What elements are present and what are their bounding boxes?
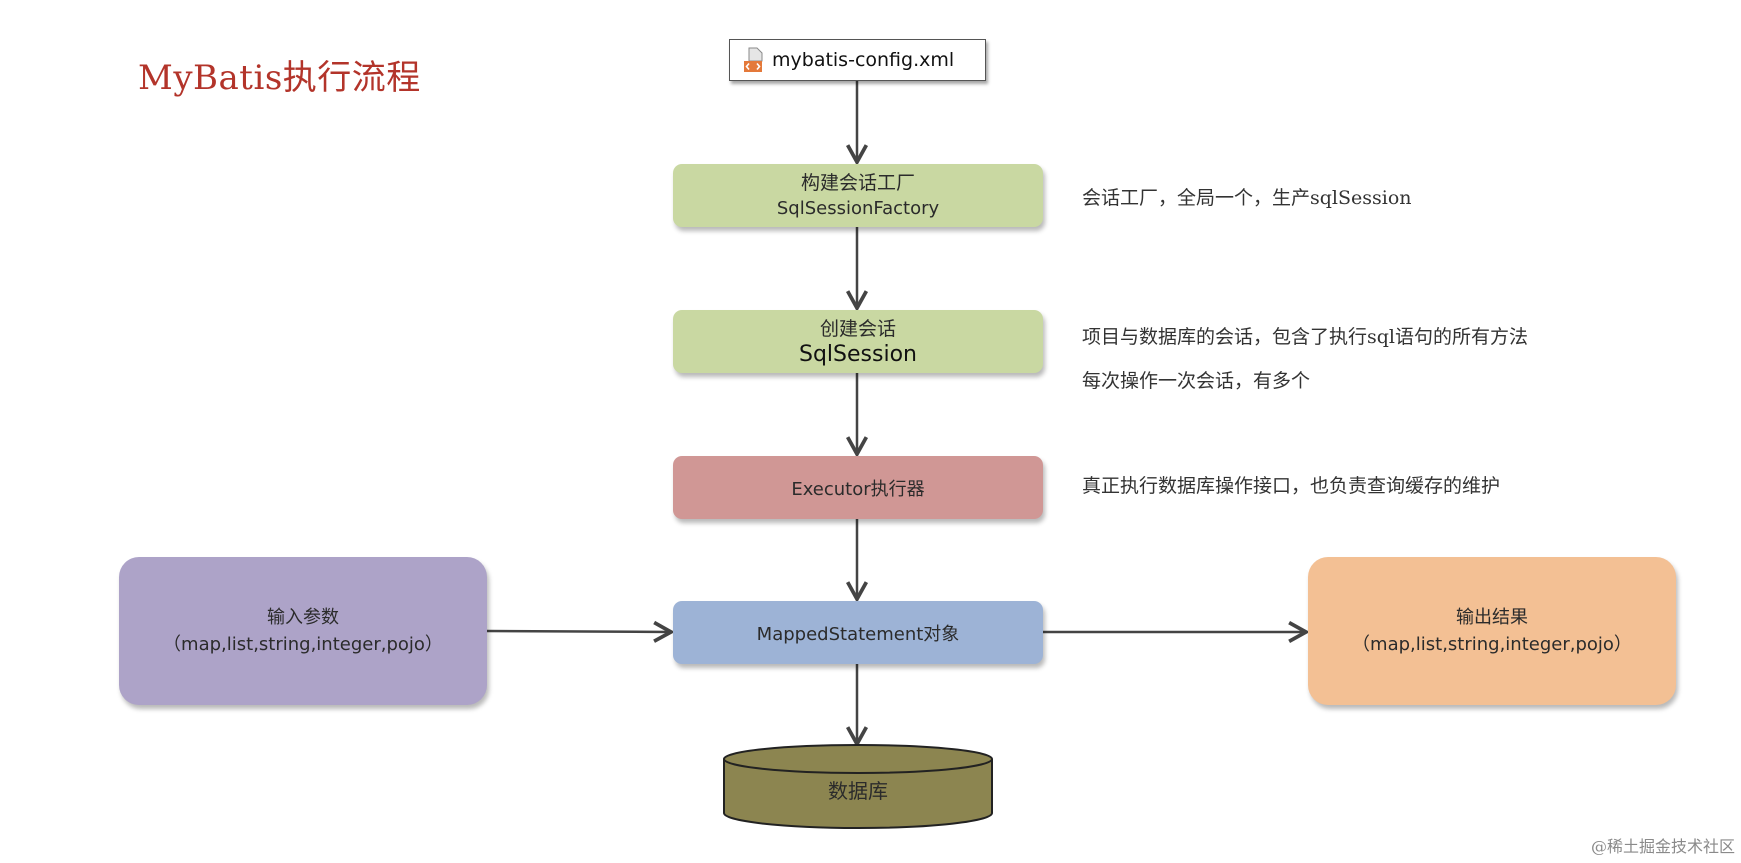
session-description-1: 项目与数据库的会话，包含了执行sql语句的所有方法 <box>1082 326 1528 348</box>
input-params-node: 输入参数 （map,list,string,integer,pojo） <box>119 557 487 705</box>
sqlsessionfactory-node: 构建会话工厂 SqlSessionFactory <box>673 164 1043 227</box>
output-results-node: 输出结果 （map,list,string,integer,pojo） <box>1308 557 1676 705</box>
database-cylinder-icon <box>723 744 993 829</box>
executor-node: Executor执行器 <box>673 456 1043 519</box>
factory-label-cn: 构建会话工厂 <box>800 171 915 194</box>
sqlsession-node: 创建会话 SqlSession <box>673 310 1043 373</box>
config-file-box: mybatis-config.xml <box>729 39 986 81</box>
output-label: 输出结果 <box>1456 607 1528 628</box>
output-types: （map,list,string,integer,pojo） <box>1352 634 1632 655</box>
mappedstatement-node: MappedStatement对象 <box>673 601 1043 664</box>
input-label: 输入参数 <box>267 607 339 628</box>
session-description-2: 每次操作一次会话，有多个 <box>1082 370 1311 392</box>
input-types: （map,list,string,integer,pojo） <box>163 634 443 655</box>
config-file-label: mybatis-config.xml <box>772 49 955 71</box>
mapped-label: MappedStatement对象 <box>756 623 960 645</box>
executor-description: 真正执行数据库操作接口，也负责查询缓存的维护 <box>1082 475 1501 497</box>
xml-file-icon <box>744 47 763 72</box>
database-label: 数据库 <box>828 779 888 803</box>
factory-description: 会话工厂，全局一个，生产sqlSession <box>1082 187 1412 209</box>
watermark: @稀土掘金技术社区 <box>1590 837 1735 856</box>
factory-label-en: SqlSessionFactory <box>776 197 940 219</box>
diagram-title: MyBatis执行流程 <box>138 58 421 98</box>
session-label-en: SqlSession <box>799 341 917 367</box>
executor-label: Executor执行器 <box>791 478 925 500</box>
arrow-input-to-mapped <box>486 631 671 632</box>
session-label-cn: 创建会话 <box>819 317 896 340</box>
